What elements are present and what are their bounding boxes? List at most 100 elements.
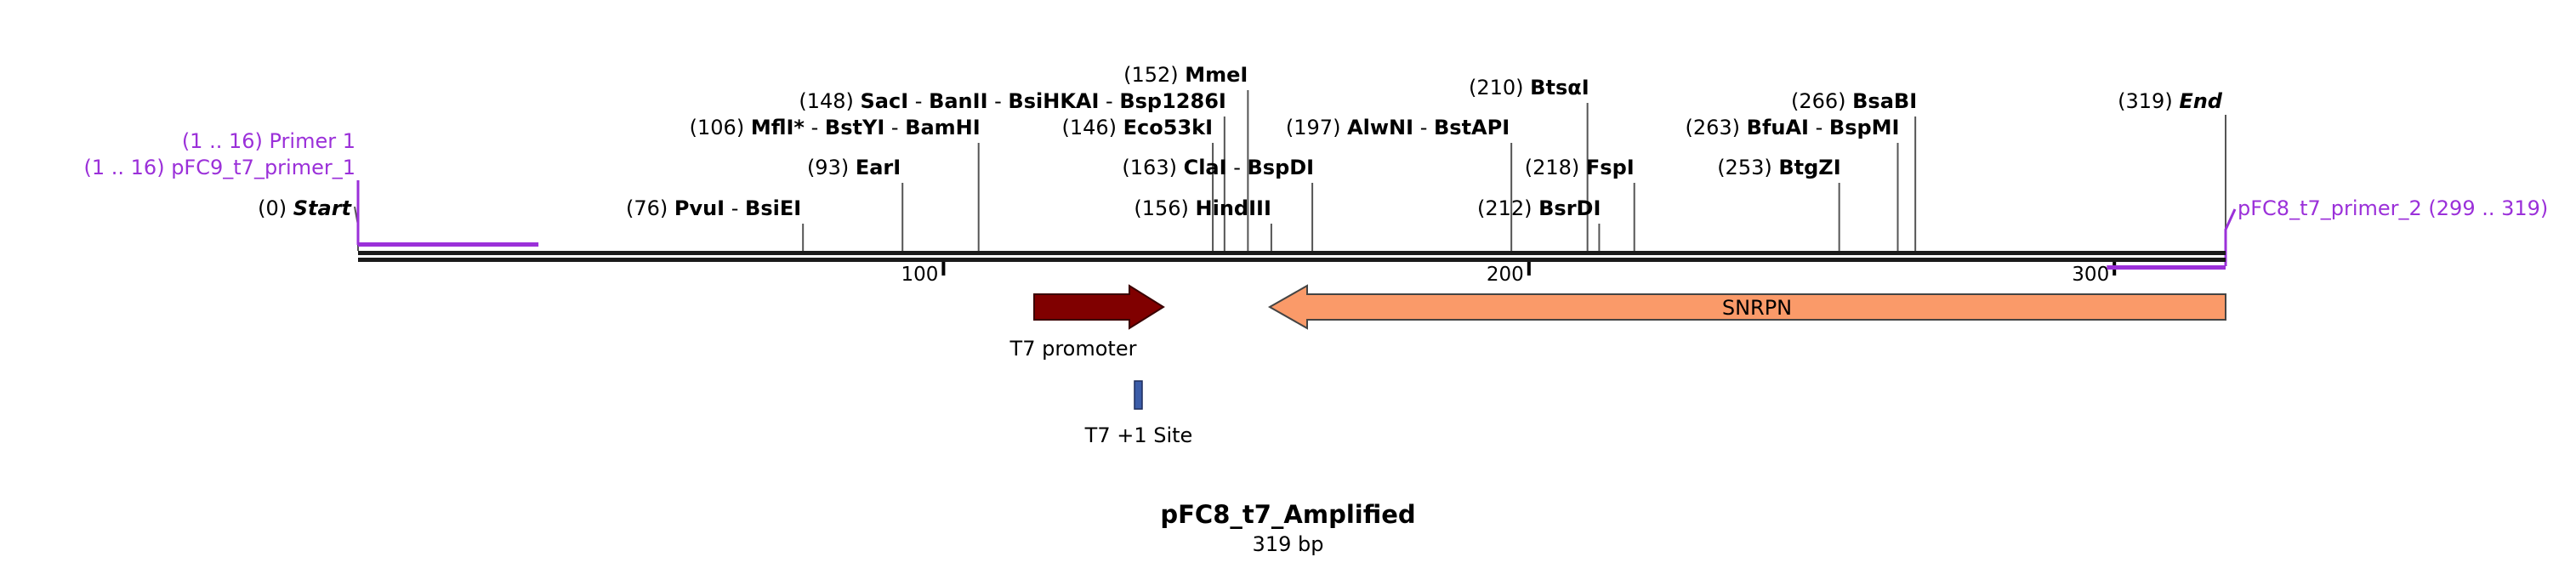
site-label: (210) BtsαI	[1469, 76, 1589, 99]
site-eari: (93) EarI	[807, 156, 904, 251]
site-position: (210)	[1469, 76, 1530, 99]
site-separator: -	[1809, 116, 1829, 139]
site-bsabi: (266) BsaBI	[1791, 89, 1917, 251]
enzyme-name: AlwNI	[1347, 116, 1413, 139]
site-label: (197) AlwNI - BstAPI	[1286, 116, 1510, 139]
backbone-bottom-strand	[358, 258, 2226, 262]
enzyme-name: BsaBI	[1852, 89, 1917, 113]
enzyme-name: End	[2179, 89, 2222, 113]
site-label: (156) HindIII	[1134, 196, 1271, 220]
enzyme-name: BstAPI	[1434, 116, 1510, 139]
enzyme-name: BamHI	[905, 116, 981, 139]
map-title: pFC8_t7_Amplified	[1160, 500, 1416, 529]
site-mmei: (152) MmeI	[1123, 63, 1249, 251]
site-pvui: (76) PvuI - BsiEI	[626, 196, 805, 251]
enzyme-name: EarI	[856, 156, 901, 179]
site-label: (76) PvuI - BsiEI	[626, 196, 801, 220]
site-position: (106)	[690, 116, 751, 139]
site-btgzi: (253) BtgZI	[1717, 156, 1841, 251]
enzyme-name: BspMI	[1829, 116, 1900, 139]
feature-arrow	[1033, 284, 1165, 330]
primer-pfc8: pFC8_t7_primer_2 (299 .. 319)	[2107, 196, 2548, 270]
features: T7 promoter SNRPN T7 +1 Site	[1009, 284, 2226, 447]
ruler-tick-label: 300	[2072, 264, 2109, 286]
site-label: (106) MflI* - BstYI - BamHI	[690, 116, 981, 139]
site-position: (146)	[1061, 116, 1123, 139]
ruler-ticks: 100 200 300	[901, 262, 2117, 286]
primer-label: (1 .. 16) Primer 1	[182, 129, 355, 153]
site-saci: (148) SacI - BanII - BsiHKAI - Bsp1286I	[799, 89, 1226, 251]
site-hindiii: (156) HindIII	[1134, 196, 1272, 251]
site-separator: -	[988, 89, 1009, 113]
enzyme-name: BsrDI	[1538, 196, 1601, 220]
ruler-tick-label: 100	[901, 264, 938, 286]
site-label: (263) BfuAI - BspMI	[1685, 116, 1899, 139]
enzyme-name: HindIII	[1196, 196, 1271, 220]
feature-arrow	[1267, 284, 2226, 330]
site-separator: -	[884, 116, 905, 139]
site-position: (253)	[1717, 156, 1778, 179]
enzyme-name: BfuAI	[1747, 116, 1809, 139]
feature-snrpn: SNRPN	[1267, 284, 2226, 330]
site-position: (163)	[1122, 156, 1183, 179]
site-bfuai: (263) BfuAI - BspMI	[1685, 116, 1899, 251]
primer-connector	[2224, 208, 2237, 266]
feature-label: T7 +1 Site	[1084, 423, 1193, 447]
primer-primer1: (1 .. 16) Primer 1	[182, 129, 355, 153]
restriction-sites: (0) Start (76) PvuI - BsiEI (93) EarI (106)…	[258, 63, 2226, 251]
site-position: (212)	[1477, 196, 1538, 220]
site-position: (76)	[626, 196, 674, 220]
site-position: (148)	[799, 89, 860, 113]
site-btsai: (210) BtsαI	[1469, 76, 1589, 251]
site-position: (152)	[1123, 63, 1185, 87]
primer-label: pFC8_t7_primer_2 (299 .. 319)	[2238, 196, 2548, 220]
site-label: (93) EarI	[807, 156, 901, 179]
site-separator: -	[725, 196, 745, 220]
site-eco53ki: (146) Eco53kI	[1061, 116, 1214, 251]
site-fspi: (218) FspI	[1525, 156, 1635, 251]
enzyme-name: BtsαI	[1530, 76, 1589, 99]
primers: (1 .. 16) Primer 1 (1 .. 16) pFC9_t7_prim…	[84, 129, 2548, 270]
site-alwni: (197) AlwNI - BstAPI	[1286, 116, 1513, 251]
primer-pfc9: (1 .. 16) pFC9_t7_primer_1	[84, 156, 539, 247]
enzyme-name: Start	[293, 196, 353, 220]
site-separator: -	[1099, 89, 1119, 113]
enzyme-name: BstYI	[825, 116, 884, 139]
site-position: (197)	[1286, 116, 1347, 139]
site-label: (146) Eco53kI	[1061, 116, 1213, 139]
site-position: (218)	[1525, 156, 1586, 179]
feature-box	[1134, 380, 1143, 410]
site-start: (0) Start	[258, 196, 359, 251]
enzyme-name: BsiHKAI	[1008, 89, 1099, 113]
feature-t7site: T7 +1 Site	[1084, 380, 1193, 447]
site-label: (152) MmeI	[1123, 63, 1248, 87]
site-position: (0)	[258, 196, 293, 220]
site-position: (319)	[2118, 89, 2179, 113]
ruler-tick-label: 200	[1487, 264, 1524, 286]
primer-bar	[358, 242, 539, 247]
enzyme-name: Bsp1286I	[1119, 89, 1225, 113]
site-bsrdi: (212) BsrDI	[1477, 196, 1601, 251]
primer-label: (1 .. 16) pFC9_t7_primer_1	[84, 156, 355, 179]
site-position: (266)	[1791, 89, 1852, 113]
enzyme-name: MflI*	[751, 116, 805, 139]
site-position: (263)	[1685, 116, 1746, 139]
enzyme-name: BanII	[929, 89, 987, 113]
site-separator: -	[908, 89, 929, 113]
feature-label: SNRPN	[1722, 296, 1792, 320]
site-position: (156)	[1134, 196, 1195, 220]
site-position: (93)	[807, 156, 856, 179]
site-label: (253) BtgZI	[1717, 156, 1840, 179]
enzyme-name: SacI	[861, 89, 909, 113]
enzyme-name: ClaI	[1184, 156, 1227, 179]
feature-t7promoter: T7 promoter	[1009, 284, 1165, 361]
dna-backbone	[358, 251, 2226, 262]
enzyme-name: Eco53kI	[1123, 116, 1213, 139]
site-label: (212) BsrDI	[1477, 196, 1601, 220]
site-mfli: (106) MflI* - BstYI - BamHI	[690, 116, 981, 251]
enzyme-name: MmeI	[1185, 63, 1248, 87]
site-label: (266) BsaBI	[1791, 89, 1917, 113]
site-label: (163) ClaI - BspDI	[1122, 156, 1314, 179]
site-clai: (163) ClaI - BspDI	[1122, 156, 1314, 251]
